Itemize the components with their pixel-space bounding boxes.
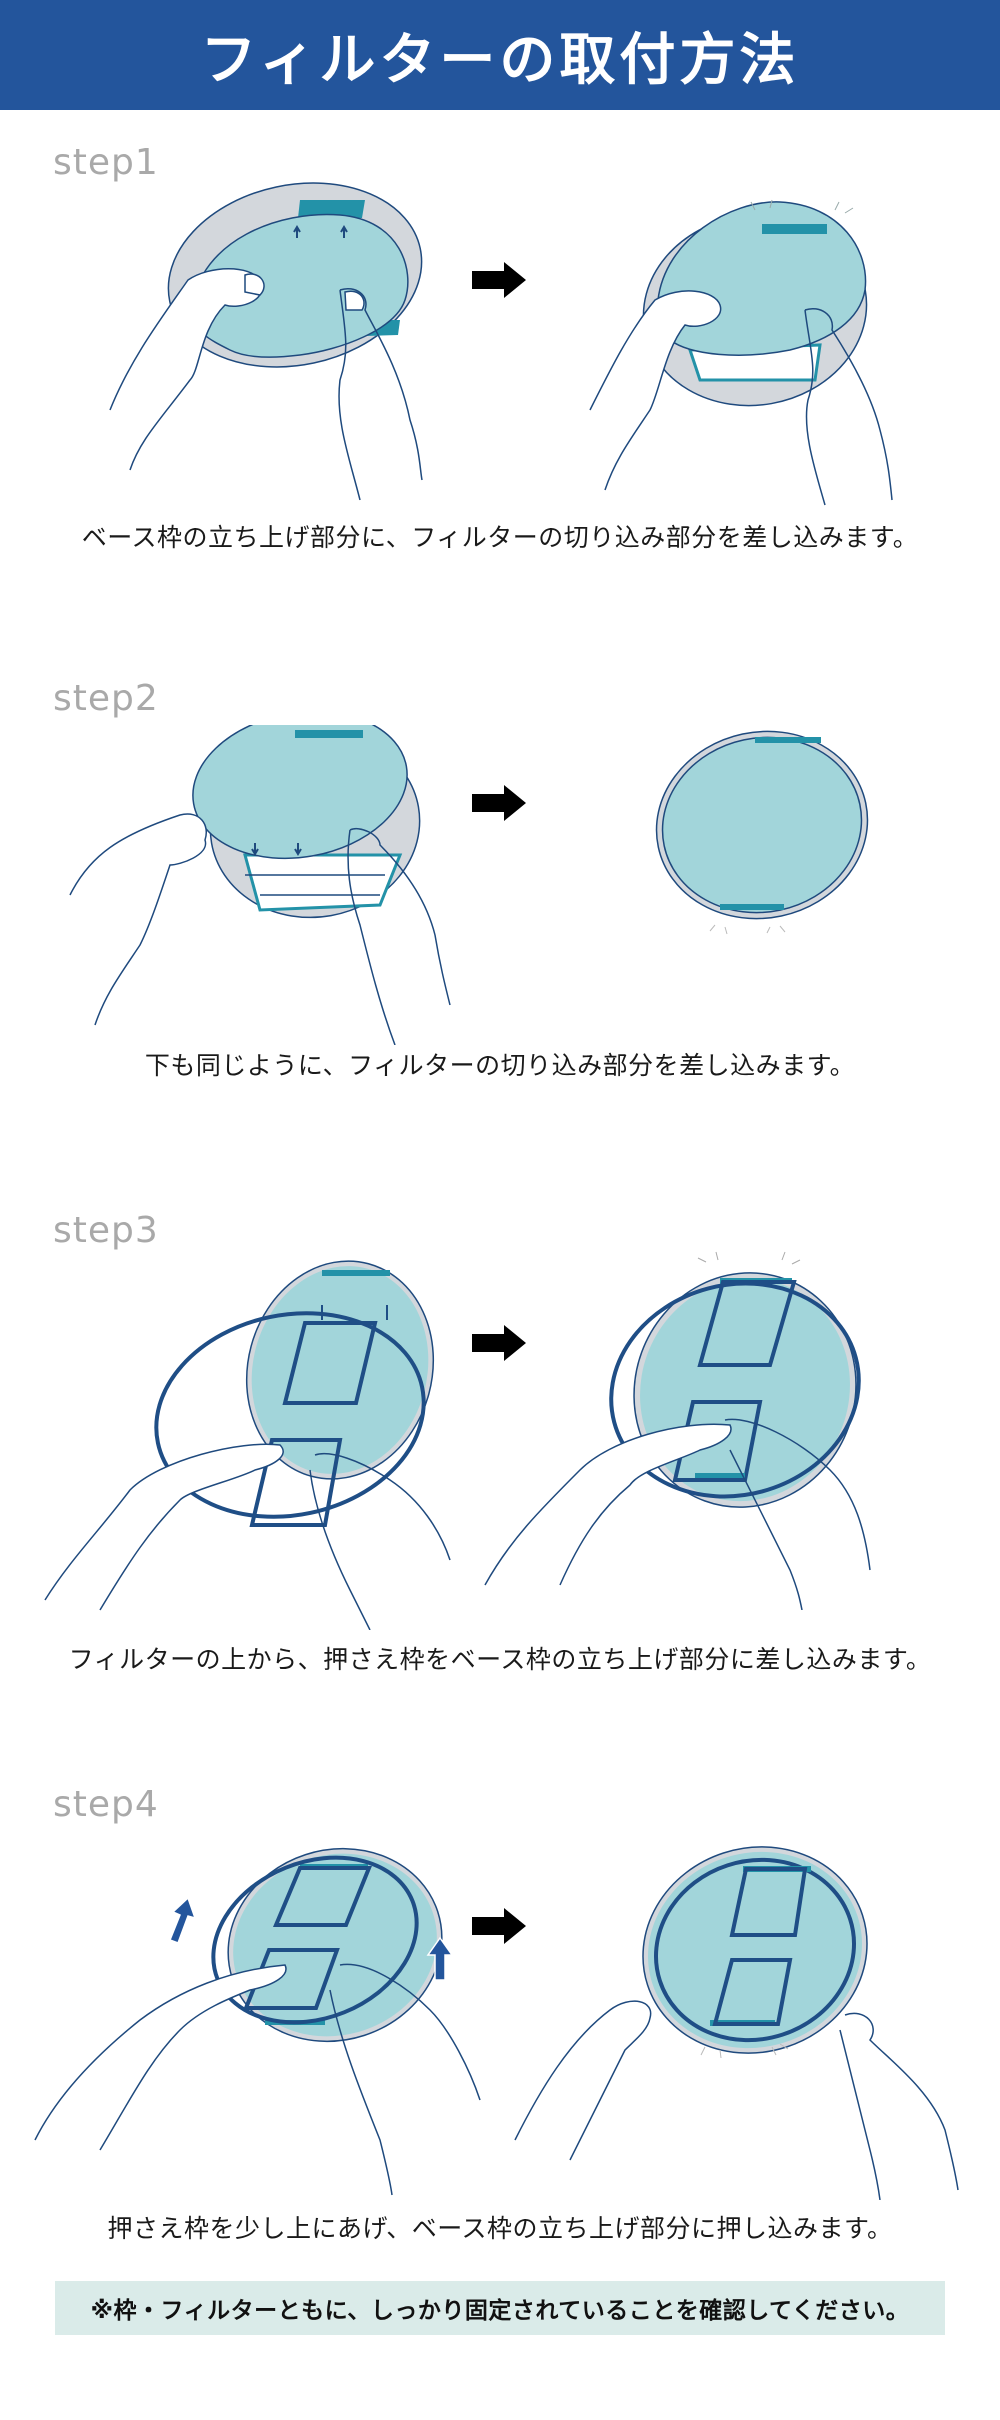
step-4-caption: 押さえ枠を少し上にあげ、ベース枠の立ち上げ部分に押し込みます。 xyxy=(107,2214,893,2243)
right-arrow-icon xyxy=(472,1908,526,1944)
step-1-caption: ベース枠の立ち上げ部分に、フィルターの切り込み部分を差し込みます。 xyxy=(81,523,919,552)
step-4-label: step4 xyxy=(53,1784,159,1825)
step-2-illustration-after xyxy=(655,730,869,935)
right-arrow-icon xyxy=(472,785,526,821)
step-3-label: step3 xyxy=(53,1210,159,1251)
step-1-illustration-before xyxy=(109,182,423,501)
step-2-illustration-before xyxy=(69,725,451,1045)
step-4-illustration-before xyxy=(34,1847,481,2196)
lift-up-arrow-left-icon xyxy=(169,1896,197,1944)
right-arrow-icon xyxy=(472,262,526,298)
step-3-illustration-before xyxy=(44,1260,451,1630)
step-1-label: step1 xyxy=(53,142,159,183)
page-header: フィルターの取付方法 xyxy=(0,0,1000,110)
step-1-illustration-after xyxy=(589,199,893,506)
page-title: フィルターの取付方法 xyxy=(200,27,800,93)
right-arrow-icon xyxy=(472,1325,526,1361)
step-2-label: step2 xyxy=(53,678,159,719)
confirmation-note-text: ※枠・フィルターともに、しっかり固定されていることを確認してください。 xyxy=(90,2298,910,2324)
step-4-illustration-after xyxy=(514,1846,959,2200)
step-2-caption: 下も同じように、フィルターの切り込み部分を差し込みます。 xyxy=(144,1051,856,1080)
step-3-caption: フィルターの上から、押さえ枠をベース枠の立ち上げ部分に差し込みます。 xyxy=(68,1645,932,1674)
confirmation-note: ※枠・フィルターともに、しっかり固定されていることを確認してください。 xyxy=(55,2281,945,2335)
lift-up-arrow-right-icon xyxy=(426,1936,454,1981)
step-3-illustration-after xyxy=(484,1251,871,1610)
